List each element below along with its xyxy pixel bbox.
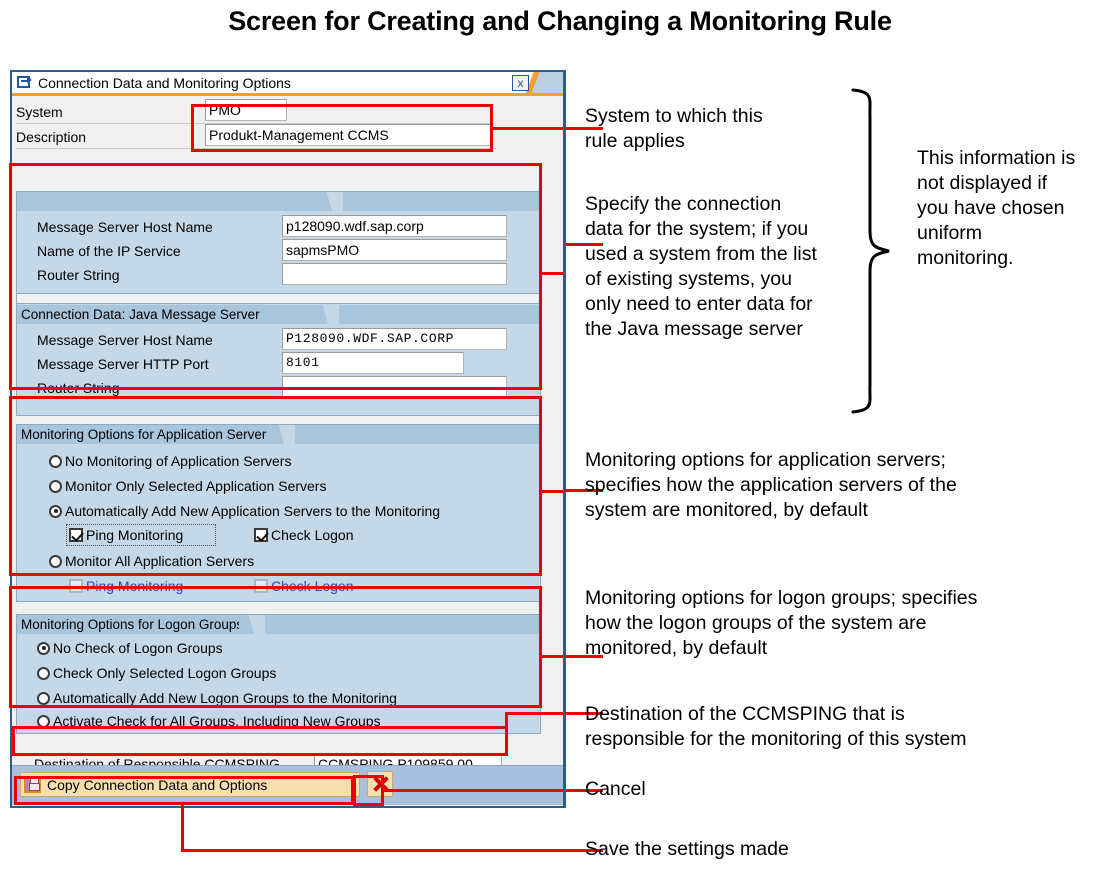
app-server-group-header: Monitoring Options for Application Serve…	[17, 425, 540, 444]
radio-check-only-selected-logon-groups[interactable]: Check Only Selected Logon Groups	[37, 665, 276, 681]
radio-label: Automatically Add New Logon Groups to th…	[53, 690, 397, 706]
annotation-logon-group-options: Monitoring options for logon groups; spe…	[585, 587, 978, 659]
radio-label: Monitor Only Selected Application Server…	[65, 478, 327, 494]
radio-label: Activate Check for All Groups, Including…	[53, 713, 381, 729]
description-input[interactable]: Produkt-Management CCMS	[205, 124, 491, 146]
java-ms-host-input[interactable]: P128090.WDF.SAP.CORP	[282, 328, 507, 350]
radio-no-monitoring-app-servers[interactable]: No Monitoring of Application Servers	[49, 453, 291, 469]
radio-indicator	[49, 554, 62, 568]
radio-activate-check-all-groups[interactable]: Activate Check for All Groups, Including…	[37, 713, 381, 729]
dialog-title: Connection Data and Monitoring Options	[38, 74, 291, 91]
radio-auto-add-new-logon-groups[interactable]: Automatically Add New Logon Groups to th…	[37, 690, 397, 706]
radio-no-check-logon-groups[interactable]: No Check of Logon Groups	[37, 640, 223, 656]
radio-label: Automatically Add New Application Server…	[65, 503, 441, 519]
system-label: System	[16, 104, 63, 120]
connection-data-abap-header	[17, 192, 540, 211]
annotation-app-server-options: Monitoring options for application serve…	[585, 449, 957, 521]
callout-box-destination	[12, 726, 508, 756]
abap-ms-host-input[interactable]: p128090.wdf.sap.corp	[282, 215, 507, 237]
radio-monitor-all-app-servers[interactable]: Monitor All Application Servers	[49, 553, 254, 569]
radio-auto-add-new-app-servers[interactable]: Automatically Add New Application Server…	[49, 503, 440, 519]
checkbox-indicator-checked	[254, 528, 268, 542]
close-icon[interactable]: x	[512, 75, 529, 91]
checkbox-label: Ping Monitoring	[86, 527, 184, 543]
connection-data-group: Message Server Host Name p128090.wdf.sap…	[16, 191, 541, 416]
group-separator	[17, 293, 540, 304]
annotation-save: Save the settings made	[585, 838, 789, 860]
description-label: Description	[16, 129, 87, 145]
radio-label: Monitor All Application Servers	[65, 553, 255, 569]
checkbox-check-logon-enabled[interactable]: Check Logon	[254, 527, 354, 543]
page-title: Screen for Creating and Changing a Monit…	[228, 6, 892, 36]
abap-ip-service-label: Name of the IP Service	[37, 243, 181, 259]
dialog-titlebar: Connection Data and Monitoring Options x	[12, 72, 563, 96]
radio-indicator	[37, 666, 50, 680]
java-http-port-input[interactable]: 8101	[282, 352, 464, 374]
radio-monitor-only-selected-app-servers[interactable]: Monitor Only Selected Application Server…	[49, 478, 326, 494]
popup-window-icon	[17, 75, 33, 90]
callout-box-cancel	[353, 775, 384, 806]
checkbox-indicator-checked	[69, 528, 83, 542]
ping-monitoring-focus-ring	[66, 524, 216, 546]
monitoring-options-application-server-group: Monitoring Options for Application Serve…	[16, 424, 541, 602]
abap-ip-service-input[interactable]: sapmsPMO	[282, 239, 507, 261]
abap-router-string-input[interactable]	[282, 263, 507, 285]
system-row: System	[12, 100, 502, 124]
callout-box-app-server-options	[9, 396, 542, 576]
java-http-port-label: Message Server HTTP Port	[37, 356, 209, 372]
annotation-system: System to which this rule applies	[585, 105, 763, 152]
connection-data-dialog: Connection Data and Monitoring Options x…	[10, 70, 565, 808]
callout-box-save	[14, 776, 354, 805]
connection-data-java-header: Connection Data: Java Message Server	[17, 305, 540, 324]
annotation-ccmsping-destination: Destination of the CCMSPING that is resp…	[585, 703, 967, 750]
radio-indicator	[49, 454, 62, 468]
callout-box-connection-data	[9, 163, 542, 390]
monitoring-options-logon-groups-group: Monitoring Options for Logon Groups No C…	[16, 614, 541, 734]
annotation-cancel: Cancel	[585, 778, 646, 800]
checkbox-ping-monitoring-enabled[interactable]: Ping Monitoring	[69, 527, 183, 543]
annotation-uniform-monitoring: This information is not displayed if you…	[917, 147, 1076, 269]
dialog-button-bar: Copy Connection Data and Options	[12, 765, 563, 805]
dialog-right-edge-rail	[563, 70, 566, 808]
abap-ms-host-label: Message Server Host Name	[37, 219, 213, 235]
radio-indicator	[49, 479, 62, 493]
description-row: Description	[12, 125, 502, 149]
grouping-brace	[851, 88, 890, 414]
abap-router-string-label: Router String	[37, 267, 120, 283]
radio-indicator	[37, 691, 50, 705]
radio-indicator-selected	[49, 504, 62, 518]
radio-label: Check Only Selected Logon Groups	[53, 665, 277, 681]
logon-groups-group-header: Monitoring Options for Logon Groups	[17, 615, 540, 634]
dialog-body: System PMO Description Produkt-Managemen…	[12, 96, 563, 805]
radio-label: No Monitoring of Application Servers	[65, 453, 292, 469]
callout-box-logon-group-options	[9, 586, 542, 708]
radio-label: No Check of Logon Groups	[53, 640, 223, 656]
java-ms-host-label: Message Server Host Name	[37, 332, 213, 348]
callout-box-system	[191, 104, 493, 152]
checkbox-label: Check Logon	[271, 527, 354, 543]
save-button-label: Copy Connection Data and Options	[47, 776, 268, 793]
radio-indicator-selected	[37, 641, 50, 655]
annotation-connection-data: Specify the connection data for the syst…	[585, 193, 817, 340]
